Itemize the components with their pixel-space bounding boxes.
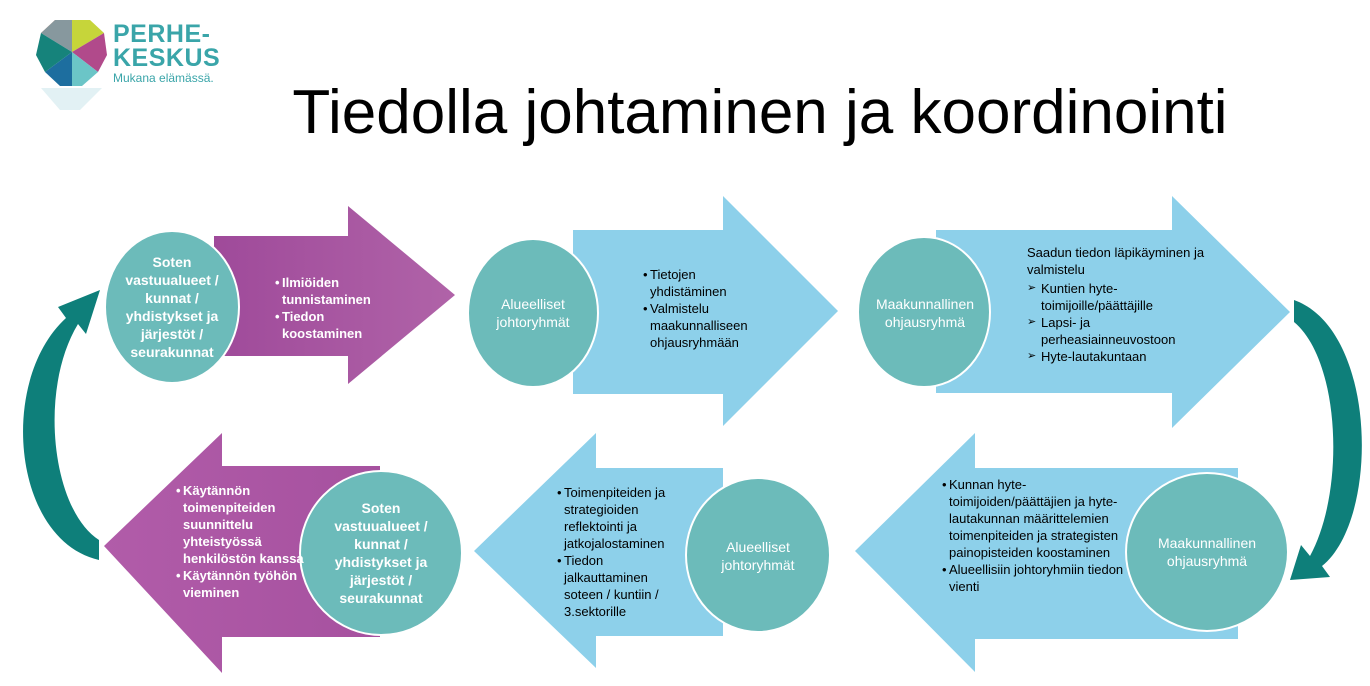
bottom-circle-2-label: Alueelliset johtoryhmät bbox=[721, 539, 795, 573]
page-title: Tiedolla johtaminen ja koordinointi bbox=[292, 78, 1228, 147]
logo-name-line1: PERHE- bbox=[113, 20, 211, 48]
top-circle-2-label: Alueelliset johtoryhmät bbox=[496, 296, 570, 330]
list-item: Toimenpiteiden ja strategioiden reflekto… bbox=[557, 484, 687, 552]
top-list-3: Saadun tiedon läpikäyminen ja valmistelu… bbox=[1027, 244, 1217, 365]
logo-wordmark: PERHE- KESKUS Mukana elämässä. bbox=[113, 20, 221, 86]
list-item: Käytännön työhön vieminen bbox=[176, 567, 316, 601]
top-list-1: Ilmiöiden tunnistaminen Tiedon koostamin… bbox=[275, 274, 385, 342]
logo-tagline: Mukana elämässä. bbox=[113, 71, 214, 85]
bottom-list-2: Toimenpiteiden ja strategioiden reflekto… bbox=[557, 484, 687, 620]
logo-name-line2: KESKUS bbox=[113, 44, 221, 72]
list-item: Tiedon jalkauttaminen soteen / kuntiin /… bbox=[557, 552, 687, 620]
top-list-2: Tietojen yhdistäminen Valmistelu maakunn… bbox=[643, 266, 773, 351]
bottom-circle-1-label: Soten vastuualueet / kunnat / yhdistykse… bbox=[334, 500, 428, 606]
perhekeskus-logo-mark bbox=[36, 20, 107, 110]
list-item: Lapsi- ja perheasiainneuvostoon bbox=[1027, 314, 1217, 348]
list-item: Alueellisiin johtoryhmiin tiedon vienti bbox=[942, 561, 1128, 595]
top-circle-1-label: Soten vastuualueet / kunnat / yhdistykse… bbox=[125, 254, 219, 360]
bottom-list-3: Kunnan hyte-toimijoiden/päättäjien ja hy… bbox=[942, 476, 1128, 595]
list-item: Valmistelu maakunnalliseen ohjausryhmään bbox=[643, 300, 773, 351]
bottom-circle-3-label: Maakunnallinen ohjausryhmä bbox=[1157, 535, 1257, 569]
top-circle-2 bbox=[467, 238, 599, 388]
top-list-3-intro: Saadun tiedon läpikäyminen ja valmistelu bbox=[1027, 245, 1205, 277]
right-curved-arrow bbox=[1290, 300, 1362, 580]
bottom-list-1: Käytännön toimenpiteiden suunnittelu yht… bbox=[176, 482, 316, 601]
top-circle-3 bbox=[857, 236, 991, 388]
list-item: Tietojen yhdistäminen bbox=[643, 266, 773, 300]
list-item: Kuntien hyte-toimijoille/päättäjille bbox=[1027, 280, 1217, 314]
left-curved-arrow bbox=[23, 290, 100, 560]
list-item: Käytännön toimenpiteiden suunnittelu yht… bbox=[176, 482, 316, 567]
list-item: Tiedon koostaminen bbox=[275, 308, 385, 342]
list-item: Ilmiöiden tunnistaminen bbox=[275, 274, 385, 308]
list-item: Hyte-lautakuntaan bbox=[1027, 348, 1217, 365]
top-circle-3-label: Maakunnallinen ohjausryhmä bbox=[875, 296, 975, 330]
top-circle-1 bbox=[104, 230, 240, 384]
list-item: Kunnan hyte-toimijoiden/päättäjien ja hy… bbox=[942, 476, 1128, 561]
